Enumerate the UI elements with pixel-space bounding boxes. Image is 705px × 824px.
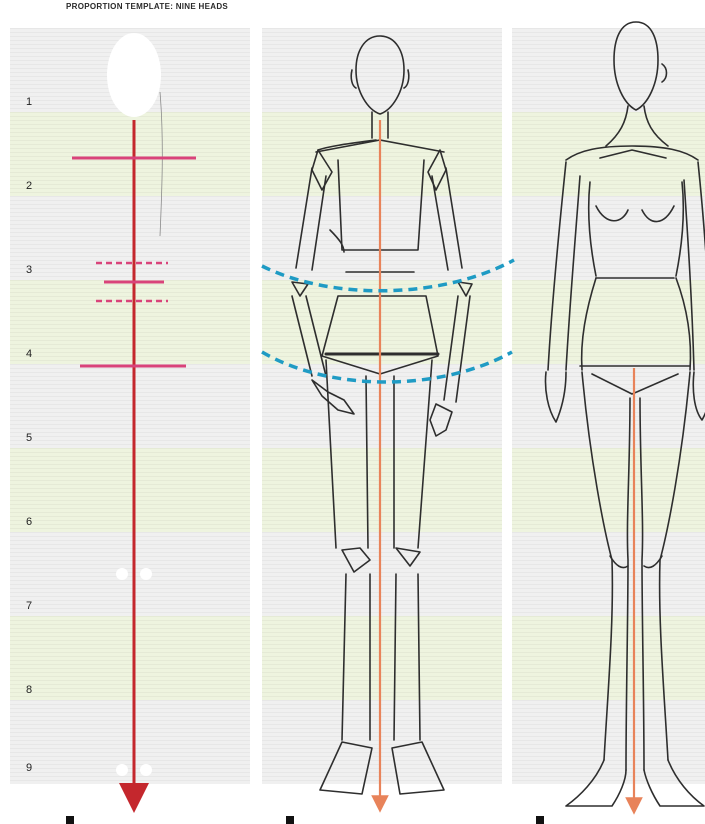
corner-mark-3 — [536, 816, 544, 824]
corner-mark-1 — [66, 816, 74, 824]
knee-dot-left — [116, 568, 128, 580]
measure-column — [72, 33, 196, 798]
upper-dashed-curve — [262, 260, 514, 291]
ankle-dot-left — [116, 764, 128, 776]
ankle-dot-right — [140, 764, 152, 776]
faint-pencil-line — [160, 92, 162, 236]
mannequin-sketch — [292, 36, 472, 794]
knee-dot-right — [140, 568, 152, 580]
lower-dashed-curve — [262, 352, 512, 382]
head-oval — [107, 33, 161, 117]
female-figure-sketch — [545, 22, 705, 806]
corner-mark-2 — [286, 816, 294, 824]
